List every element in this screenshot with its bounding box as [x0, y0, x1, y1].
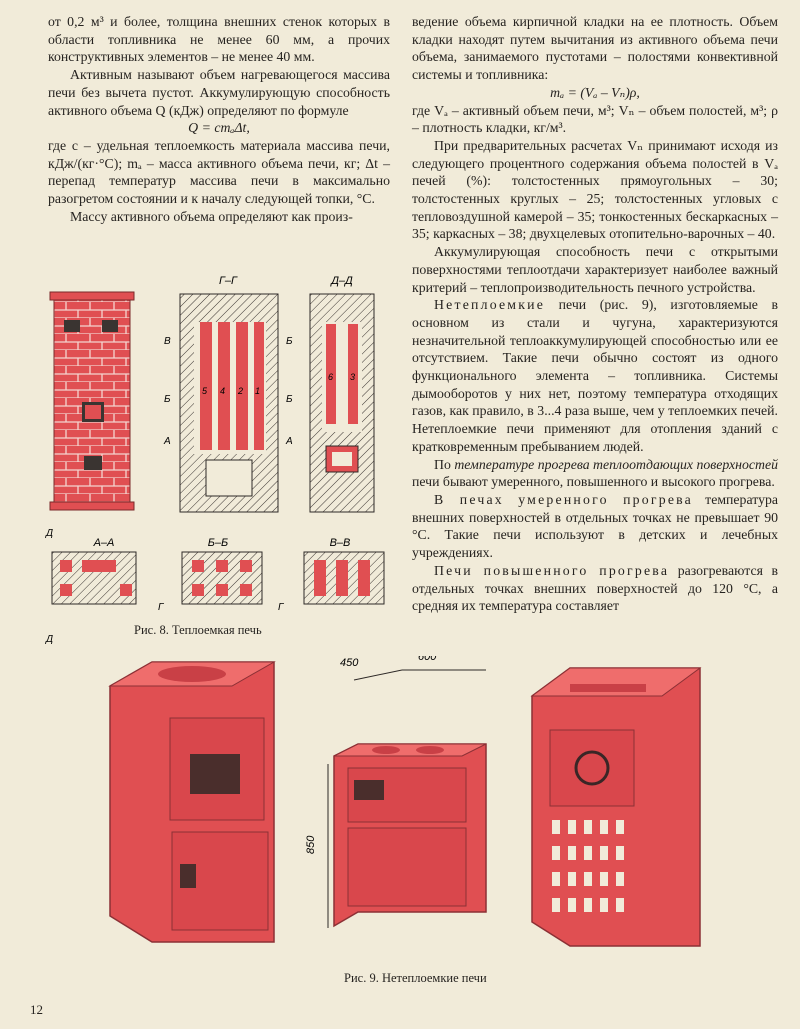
plan-section-bb: Б–Б Г Г: [158, 537, 285, 613]
svg-text:А–А: А–А: [93, 537, 115, 549]
svg-text:Д: Д: [45, 634, 53, 645]
paragraph: ведение объема кирпичной кладки на ее пл…: [412, 14, 778, 83]
svg-text:4: 4: [220, 386, 225, 396]
svg-text:1: 1: [255, 386, 260, 396]
term-italic: температуре прогрева теплоотдающих повер…: [454, 456, 778, 472]
paragraph: где c – удельная теплоемкость материала …: [48, 137, 390, 207]
paragraph: По температуре прогрева теплоотдающих по…: [412, 456, 778, 490]
paragraph: Печи повышенного прогрева разогреваются …: [412, 562, 778, 614]
svg-text:3: 3: [350, 372, 355, 382]
paragraph: Нетеплоемкие печи (рис. 9), изготовляемы…: [412, 297, 778, 454]
svg-text:Б: Б: [286, 336, 293, 347]
paragraph: от 0,2 м³ и более, толщина внешних стено…: [48, 14, 390, 65]
section-gg-title: Г–Г: [219, 275, 238, 287]
svg-text:В–В: В–В: [330, 537, 351, 549]
dimension-height: 850: [305, 835, 317, 854]
svg-text:Б–Б: Б–Б: [208, 537, 228, 549]
paragraph: В печах умеренного прогрева температура …: [412, 491, 778, 561]
term-spaced: Нетеплоемкие: [434, 297, 546, 313]
page-number: 12: [30, 1002, 43, 1017]
plan-section-aa: А–А Д Д: [45, 528, 137, 645]
paragraph: При предварительных расчетах Vₙ принимаю…: [412, 137, 778, 242]
right-text-column: ведение объема кирпичной кладки на ее пл…: [412, 13, 778, 615]
term-spaced: Печи повышенного прогрева: [434, 562, 670, 578]
svg-text:6: 6: [328, 372, 333, 382]
left-text-column: от 0,2 м³ и более, толщина внешних стено…: [48, 13, 390, 225]
svg-text:Б: Б: [286, 394, 293, 405]
svg-text:А: А: [285, 436, 293, 447]
dimension-width: 600: [418, 656, 437, 663]
svg-text:А: А: [163, 436, 171, 447]
figure-8-caption: Рис. 8. Теплоемкая печь: [134, 623, 262, 637]
svg-text:Г: Г: [158, 602, 165, 613]
paragraph: Аккумулирующая способность печи с открыт…: [412, 244, 778, 295]
svg-text:Б: Б: [164, 394, 171, 405]
formula-q: Q = cmₐΔt,: [188, 120, 250, 136]
stove-left: [108, 661, 276, 943]
svg-text:В: В: [164, 336, 171, 347]
svg-text:5: 5: [202, 386, 208, 396]
svg-text:Д: Д: [45, 528, 53, 539]
paragraph: Массу активного объема определяют как пр…: [70, 208, 353, 224]
plan-section-vv: В–В: [303, 537, 385, 605]
section-dd: Д–Д 6 3: [309, 275, 375, 513]
figure-9-low-heat-storage-stoves: 450 600 850: [108, 656, 702, 947]
stove-facade: [49, 291, 135, 511]
section-gg: Г–Г 5 4 2 1 В Б А Б Б А: [163, 275, 293, 513]
figure-8-heat-storage-stove: Г–Г 5 4 2 1 В Б А Б Б А Д–Д: [45, 275, 385, 645]
svg-text:Г: Г: [278, 602, 285, 613]
svg-text:2: 2: [237, 386, 243, 396]
paragraph: где Vₐ – активный объем печи, м³; Vₙ – о…: [412, 102, 778, 136]
stove-right: [530, 667, 702, 947]
formula-ma: mₐ = (Vₐ – Vₙ)ρ,: [550, 84, 640, 100]
term-spaced: В печах умеренного прогрева: [434, 491, 693, 507]
section-dd-title: Д–Д: [329, 275, 353, 287]
figure-9-caption: Рис. 9. Нетеплоемкие печи: [344, 971, 487, 985]
dimension-depth: 450: [340, 657, 359, 669]
paragraph: Активным называют объем нагревающегося м…: [48, 67, 390, 118]
stove-middle: 450 600 850: [305, 656, 487, 928]
